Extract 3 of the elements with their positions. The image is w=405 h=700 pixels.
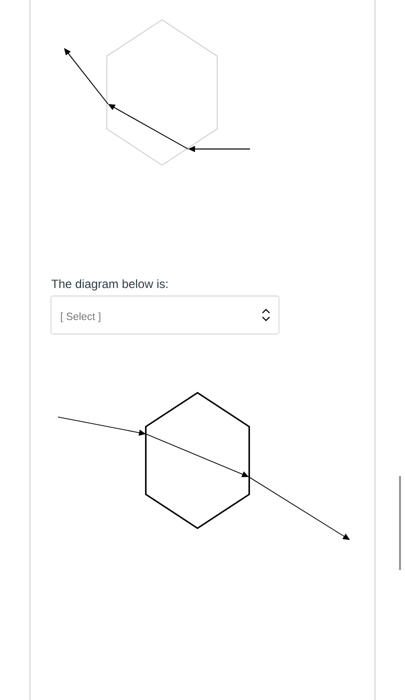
question-text: The diagram below is: <box>51 279 168 290</box>
select-field: [ Select ] <box>50 296 280 334</box>
hexagon <box>106 19 218 166</box>
